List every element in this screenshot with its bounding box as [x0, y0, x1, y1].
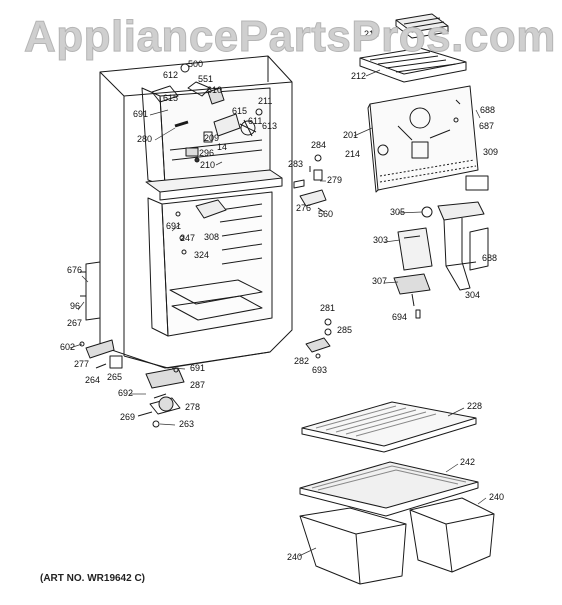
callout-691: 691 [133, 109, 148, 119]
callout-309: 309 [483, 147, 498, 157]
callout-693: 693 [312, 365, 327, 375]
callout-305: 305 [390, 207, 405, 217]
callout-263: 263 [179, 419, 194, 429]
callout-96: 96 [70, 301, 80, 311]
callout-611: 611 [248, 116, 262, 126]
callout-242: 242 [460, 457, 475, 467]
callout-602: 602 [60, 342, 75, 352]
callout-278: 278 [185, 402, 200, 412]
crisper-cover [299, 461, 479, 517]
callout-282: 282 [294, 356, 309, 366]
watermark-text: AppliancePartsPros.com [24, 12, 556, 62]
callout-281: 281 [320, 303, 335, 313]
callout-247: 247 [180, 233, 195, 243]
callout-551: 551 [198, 74, 213, 84]
callout-240: 240 [489, 492, 504, 502]
callout-560: 560 [318, 209, 333, 219]
callout-287: 287 [190, 380, 205, 390]
callout-612: 612 [163, 70, 178, 80]
upper-fan-parts [151, 63, 263, 163]
callout-688: 688 [480, 105, 495, 115]
callout-276: 276 [296, 203, 311, 213]
callout-610: 610 [207, 85, 222, 95]
callout-285: 285 [337, 325, 352, 335]
fresh-food-parts [175, 199, 227, 255]
art-number-note: (ART NO. WR19642 C) [40, 573, 146, 584]
callout-284: 284 [311, 140, 326, 150]
callout-500: 500 [188, 59, 203, 69]
callout-277: 277 [74, 359, 89, 369]
leader-lines [69, 27, 487, 557]
callout-210: 210 [200, 160, 215, 170]
callout-269: 269 [120, 412, 135, 422]
callout-214: 214 [345, 149, 360, 159]
callout-283: 283 [288, 159, 303, 169]
callout-201: 201 [343, 130, 358, 140]
ice-tray-assembly [359, 13, 467, 83]
callout-265: 265 [107, 372, 122, 382]
cabinet-body [99, 55, 293, 369]
callout-676: 676 [67, 265, 82, 275]
callout-615b: 615 [232, 106, 247, 116]
callout-304: 304 [465, 290, 480, 300]
callout-613: 613 [262, 121, 277, 131]
lower-left-parts [79, 261, 185, 428]
callout-691c: 691 [190, 363, 205, 373]
callout-267: 267 [67, 318, 82, 328]
callout-692: 692 [118, 388, 133, 398]
callout-694: 694 [392, 312, 407, 322]
callout-211: 211 [258, 96, 272, 106]
callout-296: 296 [199, 148, 214, 158]
callout-228: 228 [467, 401, 482, 411]
callout-213: 213 [364, 29, 379, 39]
callout-264: 264 [85, 375, 100, 385]
crisper-drawers [299, 497, 495, 585]
shelf-glass [301, 401, 477, 453]
callout-615: 615 [163, 93, 178, 103]
air-duct-parts [393, 201, 489, 319]
callout-691b: 691 [166, 221, 181, 231]
callout-308: 308 [204, 232, 219, 242]
callout-303: 303 [373, 235, 388, 245]
callout-307: 307 [372, 276, 387, 286]
callout-212: 212 [351, 71, 366, 81]
callout-687: 687 [479, 121, 494, 131]
callout-279: 279 [327, 175, 342, 185]
callout-14: 14 [217, 142, 227, 152]
callout-280: 280 [137, 134, 152, 144]
callout-324: 324 [194, 250, 209, 260]
lower-right-parts [305, 318, 332, 359]
evaporator-cover [367, 85, 489, 193]
callout-240b: 240 [287, 552, 302, 562]
damper-parts [293, 154, 327, 213]
callout-688b: 688 [482, 253, 497, 263]
callout-209: 209 [204, 133, 219, 143]
callout-labels: 500 612 551 615 610 691 615 211 611 613 … [60, 29, 504, 562]
